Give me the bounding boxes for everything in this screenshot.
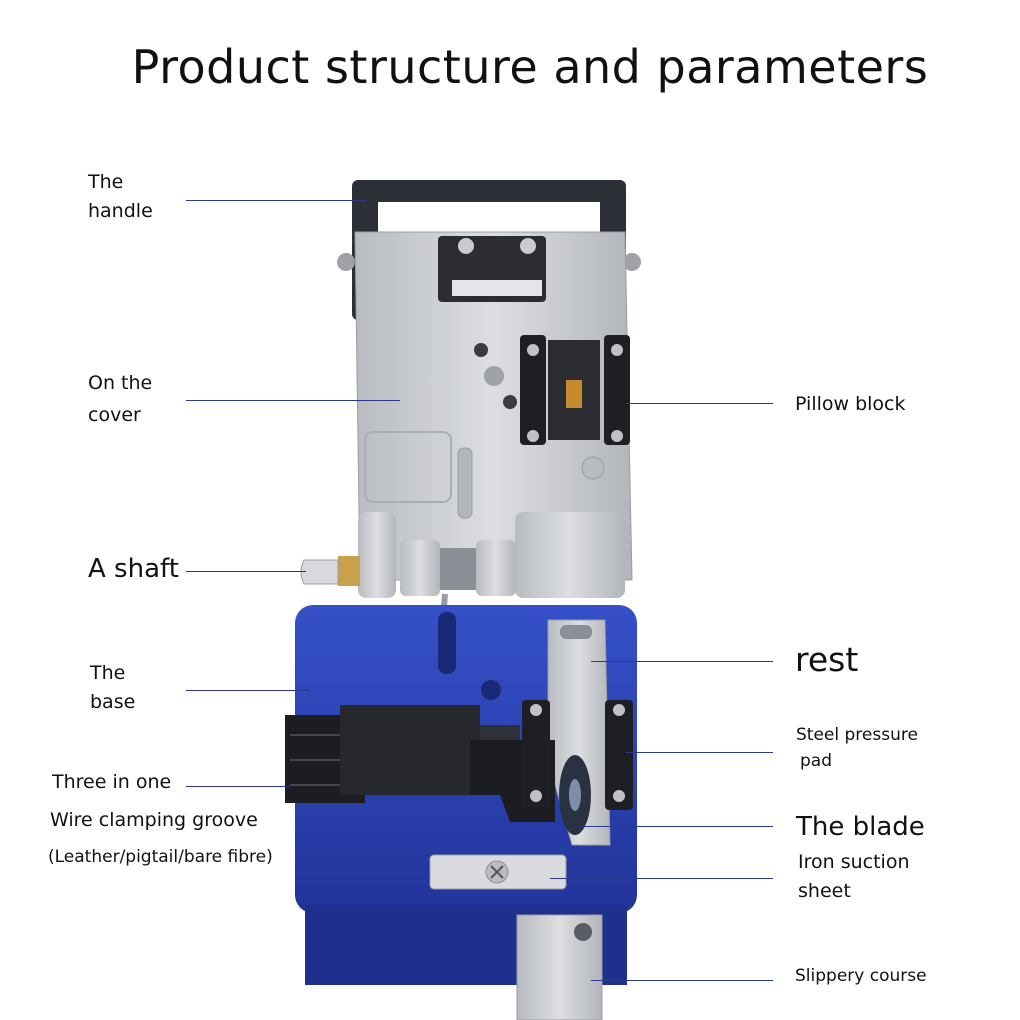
iron-leader (550, 878, 773, 879)
label-steel-pressure-pad: Steel pressure pad (796, 725, 918, 771)
cover-leader (186, 400, 400, 401)
blade-leader (580, 826, 773, 827)
shaft-part (300, 512, 625, 681)
handle-leader (186, 200, 366, 201)
pillow-leader (626, 403, 773, 404)
rest-leader (591, 661, 773, 662)
label-rest: rest (795, 640, 859, 679)
page-title: Product structure and parameters (131, 40, 929, 94)
pressure-leader (626, 752, 773, 753)
label-handle: The handle (88, 171, 153, 222)
iron-suction-sheet-part (429, 854, 567, 890)
shaft-leader (186, 571, 306, 572)
slippery-course-part (516, 914, 603, 1020)
label-blade: The blade (796, 812, 925, 842)
cover-part (354, 231, 633, 581)
label-pillow-block: Pillow block (795, 393, 906, 415)
steel-pressure-pad-part (522, 700, 633, 810)
base-leader (186, 690, 310, 691)
label-cover: On the cover (88, 372, 153, 426)
label-clamp-line1: Three in one (52, 771, 172, 793)
slippery-leader (591, 980, 773, 981)
label-iron-suction-sheet: Iron suction sheet (798, 851, 910, 902)
pillow-block-part (520, 335, 630, 445)
blade-part (559, 755, 591, 835)
label-slippery-course: Slippery course (795, 966, 927, 986)
label-shaft: A shaft (88, 554, 179, 584)
label-clamp-line2: Wire clamping groove (50, 809, 258, 831)
label-base: The base (90, 662, 136, 713)
label-clamp-line3: (Leather/pigtail/bare fibre) (48, 847, 273, 867)
clamp-leader (186, 786, 290, 787)
